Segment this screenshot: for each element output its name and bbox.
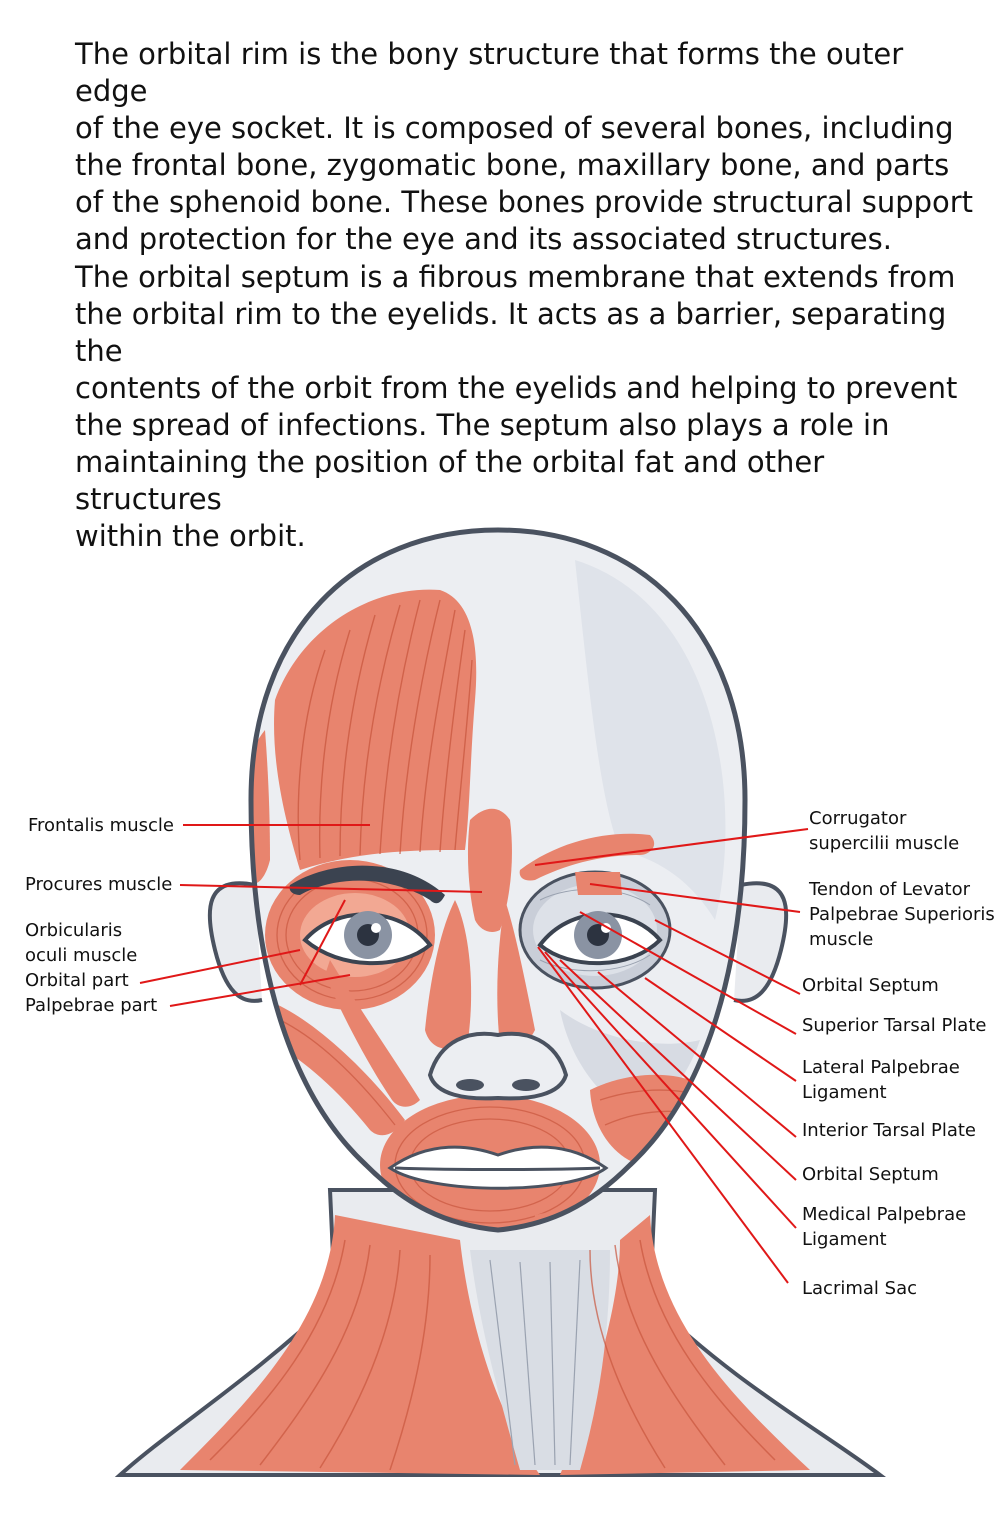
leader-lines <box>139 824 809 1284</box>
mouth <box>387 1145 609 1190</box>
procerus-muscle <box>467 808 512 932</box>
frontalis-muscle <box>251 589 477 884</box>
left-eyebrow <box>289 865 445 904</box>
corrugator-supercilii-muscle <box>519 833 655 881</box>
right-ear <box>733 881 789 1003</box>
nasalis-muscle <box>425 900 535 1050</box>
label-lacrimal-sac: Lacrimal Sac <box>802 1278 917 1299</box>
label-lateral-palpebrae-ligament: Lateral Palpebrae Ligament <box>802 1057 960 1103</box>
orbital-septum-paragraph: The orbital septum is a fibrous membrane… <box>75 260 958 553</box>
right-eye <box>537 911 663 966</box>
label-orbital-septum-lower: Orbital Septum <box>802 1164 939 1185</box>
label-orbital-septum-upper: Orbital Septum <box>802 975 939 996</box>
orbital-rim-paragraph: The orbital rim is the bony structure th… <box>75 37 974 256</box>
label-frontalis-muscle: Frontalis muscle <box>28 815 174 836</box>
label-procures-muscle: Procures muscle <box>25 874 173 895</box>
label-medical-palpebrae-ligament: Medical Palpebrae Ligament <box>802 1204 967 1250</box>
nose <box>427 1031 569 1101</box>
label-interior-tarsal-plate: Interior Tarsal Plate <box>802 1120 976 1141</box>
label-orbicularis-oculi-muscle: Orbicularis oculi muscle <box>25 920 138 966</box>
label-orbital-part: Orbital part <box>25 970 129 991</box>
label-superior-tarsal-plate: Superior Tarsal Plate <box>802 1015 987 1036</box>
left-eye <box>302 911 433 966</box>
label-tendon-levator-palpebrae: Tendon of Levator Palpebrae Superioris m… <box>809 879 995 950</box>
label-corrugator-supercilii-muscle: Corrugator supercilii muscle <box>809 808 960 854</box>
neck <box>114 1188 887 1477</box>
label-palpebrae-part: Palpebrae part <box>25 995 158 1016</box>
